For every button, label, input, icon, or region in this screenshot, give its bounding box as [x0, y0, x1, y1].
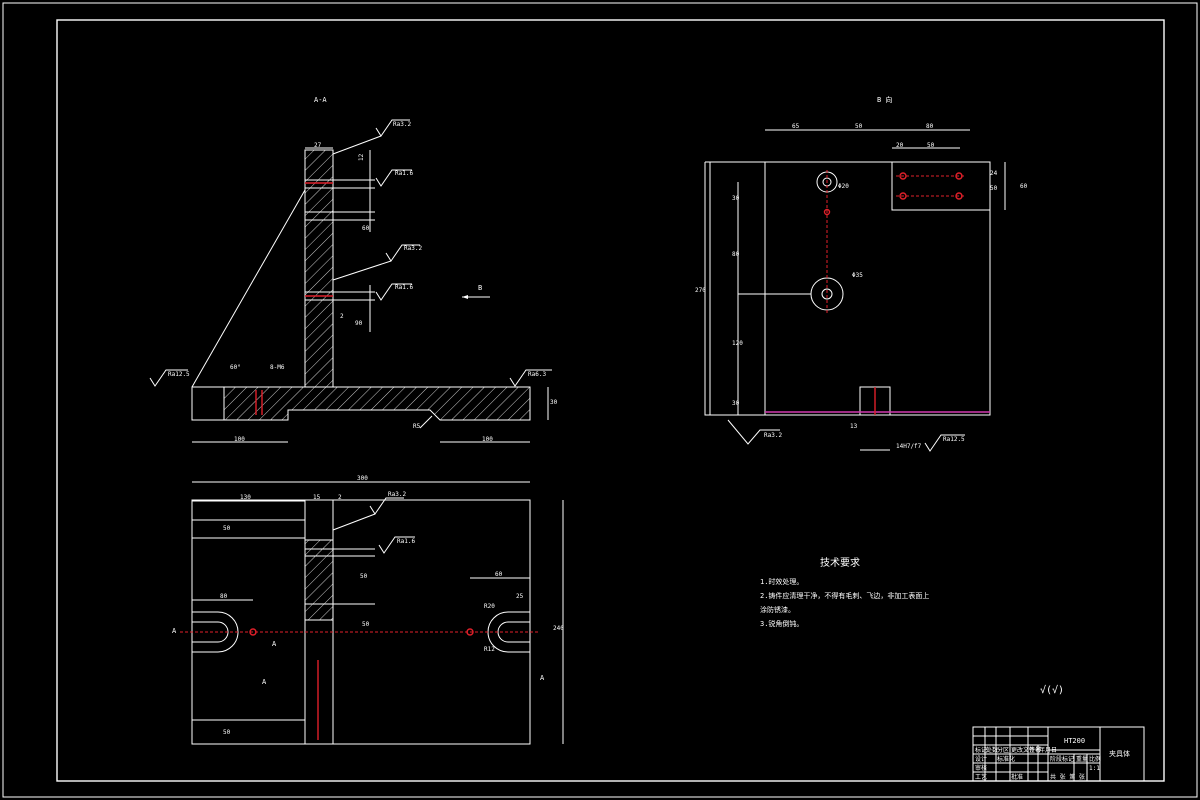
tb-cell-7: 标准化 — [997, 755, 1015, 763]
roughness-marks-a: Ra3.2 Ra1.6 Ra3.2 Ra1.6 Ra12.5 Ra6.3 — [149, 119, 552, 387]
tb-cell-3: 更改文件号 — [1011, 746, 1041, 754]
roughness-ra125: Ra12.5 — [168, 371, 190, 378]
tb-cell-11: 审核 — [975, 764, 987, 772]
tb-cell-13: 批准 — [1011, 773, 1023, 781]
notes-line-1: 1.时效处理。 — [760, 577, 803, 586]
vertical-wall-section — [304, 149, 334, 388]
material-label: HT200 — [1064, 737, 1085, 745]
section-mark-a-left: A — [172, 627, 177, 635]
roughness-ra125-b: Ra12.5 — [943, 436, 965, 443]
dim-r12: R12 — [484, 646, 495, 653]
dim-b-left-1: 30 — [732, 195, 740, 202]
dim-b-top-5: 50 — [927, 142, 935, 149]
dim-b-left-3: 120 — [732, 340, 743, 347]
roughness-ra32-d: Ra3.2 — [764, 432, 782, 439]
dim-base-left: 100 — [234, 436, 245, 443]
dim-b-right-3: 60 — [1020, 183, 1028, 190]
dim-top-width: 27 — [314, 142, 322, 149]
section-mark-a-mid: A — [272, 640, 277, 648]
dim-plan-left: 130 — [240, 494, 251, 501]
roughness-ra16-c: Ra1.6 — [397, 538, 415, 545]
tb-cell-15: 1:1 — [1089, 765, 1100, 772]
dim-plan-left-slot: 80 — [220, 593, 228, 600]
dim-plan-right-w: 25 — [516, 593, 524, 600]
dim-b-right-1: 24 — [990, 170, 998, 177]
dim-vert-3: 90 — [355, 320, 363, 327]
dim-plan-v4: 50 — [223, 729, 231, 736]
tb-cell-0: 标记 — [975, 746, 987, 754]
notes-title: 技术要求 — [820, 556, 860, 569]
roughness-ra63: Ra6.3 — [528, 371, 546, 378]
roughness-ra16-a: Ra1.6 — [395, 170, 413, 177]
dim-plan-mid: 15 — [313, 494, 321, 501]
roughness-ra32-a: Ra3.2 — [393, 121, 411, 128]
sheet-inner-border — [56, 19, 1165, 782]
tb-cell-10: 比例 — [1089, 755, 1101, 763]
dim-thread: 8-M6 — [270, 364, 285, 371]
dim-plan-right-slot: 60 — [495, 571, 503, 578]
tb-cell-6: 设计 — [975, 755, 987, 763]
dim-vert-1: 60 — [362, 225, 370, 232]
dim-plan-gap: 2 — [338, 494, 342, 501]
tb-cell-9: 重量 — [1076, 755, 1088, 763]
section-a-title: A-A — [314, 96, 327, 104]
dim-fit: 14H7/f7 — [896, 443, 922, 450]
dim-plan-v1: 50 — [223, 525, 231, 532]
roughness-ra32-c: Ra3.2 — [388, 491, 406, 498]
dim-r-base: R5 — [413, 423, 421, 430]
dim-b-top-2: 50 — [855, 123, 863, 130]
dim-tol: 13 — [850, 423, 858, 430]
dim-b-left-total: 270 — [695, 287, 706, 294]
dim-base-height: 30 — [550, 399, 558, 406]
dim-small-3: 2 — [340, 313, 344, 320]
tb-cell-2: 分区 — [997, 746, 1009, 754]
dim-plan-v3: 50 — [362, 621, 370, 628]
plan-view: 300 130 15 2 50 50 50 50 80 60 25 240 R2… — [172, 475, 564, 745]
general-roughness: √(√) — [1040, 684, 1064, 696]
dim-b-top-4: 20 — [896, 142, 904, 149]
base-section — [223, 386, 531, 421]
tb-cell-12: 工艺 — [975, 773, 987, 781]
dim-angle: 60° — [230, 364, 241, 371]
tb-cell-1: 处数 — [986, 746, 998, 754]
notes-line-2: 2.铸件应清理干净，不得有毛刺、飞边，非加工表面上 — [760, 591, 929, 600]
dim-hole-small: Φ20 — [838, 183, 849, 190]
dim-b-left-4: 30 — [732, 400, 740, 407]
dim-plan-height: 240 — [553, 625, 564, 632]
section-a-view: 27 12 60 90 2 100 100 30 60° 8-M6 R5 B — [191, 142, 558, 443]
dim-hole-large: Φ35 — [852, 272, 863, 279]
tb-cell-14: 共 张 第 张 — [1050, 773, 1085, 781]
view-b: 65 50 80 20 50 24 50 60 270 30 80 120 30… — [695, 123, 1028, 452]
dim-b-right-2: 50 — [990, 185, 998, 192]
tb-cell-8: 阶段标记 — [1050, 755, 1074, 763]
arrow-b-label: B — [478, 284, 482, 292]
tb-cell-5: 年月日 — [1039, 746, 1057, 754]
dim-base-right: 100 — [482, 436, 493, 443]
dim-small-1: 12 — [358, 153, 365, 161]
dim-b-top-3: 80 — [926, 123, 934, 130]
section-mark-a-lower: A — [262, 678, 267, 686]
title-block: HT200 夹具体 标记 处数 分区 更改文件号 签名 年月日 设计 标准化 阶… — [972, 726, 1145, 782]
drawing-name: 夹具体 — [1109, 749, 1130, 758]
view-b-title: B 向 — [877, 95, 892, 104]
section-mark-a-right: A — [540, 674, 545, 682]
roughness-ra16-b: Ra1.6 — [395, 284, 413, 291]
dim-plan-v2: 50 — [360, 573, 368, 580]
dim-r20: R20 — [484, 603, 495, 610]
dim-b-top-1: 65 — [792, 123, 800, 130]
technical-requirements: 技术要求 1.时效处理。 2.铸件应清理干净，不得有毛刺、飞边，非加工表面上 涂… — [760, 556, 929, 628]
roughness-ra32-b: Ra3.2 — [404, 245, 422, 252]
dim-b-left-2: 80 — [732, 251, 740, 258]
notes-line-3: 涂防锈漆。 — [760, 605, 795, 614]
dim-plan-total: 300 — [357, 475, 368, 482]
tb-cell-4: 签名 — [1029, 746, 1041, 754]
notes-line-4: 3.锐角倒钝。 — [760, 619, 803, 628]
